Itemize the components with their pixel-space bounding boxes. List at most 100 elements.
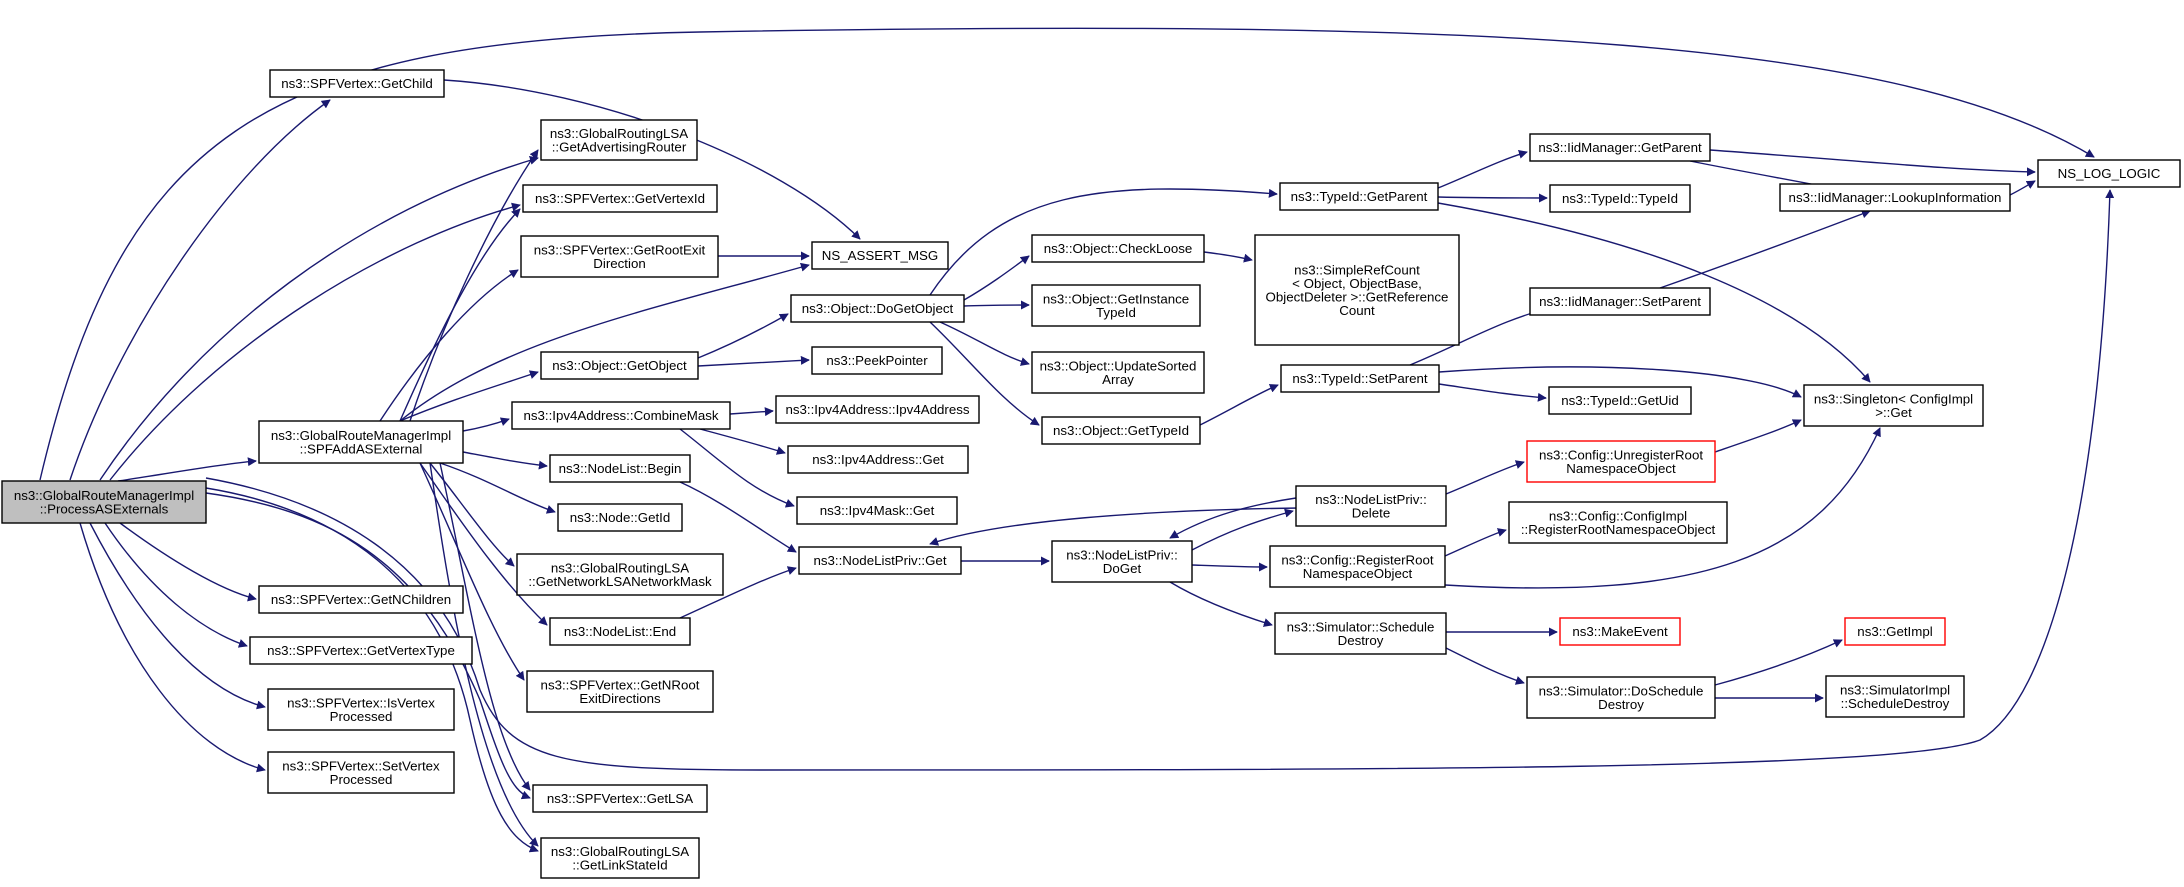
node-getadv[interactable]: ns3::GlobalRoutingLSA::GetAdvertisingRou… [540,119,698,161]
node-box [549,617,691,646]
node-peekptr[interactable]: ns3::PeekPointer [811,346,943,375]
node-box [1529,287,1711,316]
node-nodegetid[interactable]: ns3::Node::GetId [557,503,683,532]
edge-combinemask-to-ipv4get [699,428,786,455]
node-box [1051,540,1193,583]
edge-cfgunreg-to-singleton [1714,419,1802,453]
node-getvid[interactable]: ns3::SPFVertex::GetVertexId [522,184,718,213]
node-dogetobject[interactable]: ns3::Object::DoGetObject [790,294,965,323]
node-tgetparent[interactable]: ns3::TypeId::GetParent [1279,182,1439,211]
edge-simdosched-to-getimpl [1714,639,1843,686]
node-label: NamespaceObject [1566,461,1676,476]
node-label: Direction [593,256,645,271]
node-label: ns3::IidManager::SetParent [1539,294,1701,309]
node-ipv4get[interactable]: ns3::Ipv4Address::Get [787,445,969,474]
node-box [2037,159,2181,188]
node-singleton[interactable]: ns3::Singleton< ConfigImpl >::Get [1803,384,1984,427]
node-label: ns3::Object::UpdateSorted [1040,358,1197,373]
node-box [1548,386,1692,415]
node-box [811,346,943,375]
node-label: ::GetLinkStateId [572,857,667,872]
node-label: Count [1339,303,1375,318]
node-getnetmask[interactable]: ns3::GlobalRoutingLSA::GetNetworkLSANetw… [516,553,724,596]
edge-cfgregroot-to-cfgimplreg [1444,528,1507,557]
node-box [526,670,714,713]
node-getlinkstate[interactable]: ns3::GlobalRoutingLSA::GetLinkStateId [540,837,700,879]
node-label: ns3::Config::RegisterRoot [1281,552,1434,567]
edge-root-to-getlsa [205,492,531,800]
node-label: ns3::TypeId::GetParent [1291,189,1428,204]
node-nlpget[interactable]: ns3::NodeListPriv::Get [798,546,962,575]
node-gettypeid[interactable]: ns3::Object::GetTypeId [1041,416,1201,445]
node-label: Array [1102,372,1134,387]
node-getimpl[interactable]: ns3::GetImpl [1844,617,1946,646]
node-box [511,401,731,430]
node-simsched[interactable]: ns3::Simulator::ScheduleDestroy [1274,612,1447,655]
node-nlpdoget[interactable]: ns3::NodeListPriv::DoGet [1051,540,1193,583]
node-getlsa[interactable]: ns3::SPFVertex::GetLSA [532,784,708,813]
node-getvtype[interactable]: ns3::SPFVertex::GetVertexType [249,636,473,665]
edge-iidlookup-to-nslog [2009,180,2036,196]
node-getchild[interactable]: ns3::SPFVertex::GetChild [269,69,445,98]
node-maskget[interactable]: ns3::Ipv4Mask::Get [796,496,958,525]
edge-spfadd-to-getvid [399,208,521,422]
node-nlbegin[interactable]: ns3::NodeList::Begin [549,454,691,483]
edge-spfadd-to-nlbegin [462,451,548,470]
node-checkloose[interactable]: ns3::Object::CheckLoose [1031,234,1205,263]
node-getnchildren[interactable]: ns3::SPFVertex::GetNChildren [258,585,464,614]
node-assert[interactable]: NS_ASSERT_MSG [811,241,949,270]
node-label: ns3::SPFVertex::GetVertexType [267,643,455,658]
edge-nlpdoget-to-nlpdelete [1191,508,1294,551]
edge-dogetobject-to-checkloose [963,255,1030,301]
node-label: ns3::TypeId::GetUid [1561,393,1679,408]
node-ipv4addr[interactable]: ns3::Ipv4Address::Ipv4Address [775,395,980,424]
node-simimplsd[interactable]: ns3::SimulatorImpl::ScheduleDestroy [1825,675,1965,718]
node-label: ns3::SPFVertex::GetNRoot [541,677,700,692]
node-nlend[interactable]: ns3::NodeList::End [549,617,691,646]
node-label: ns3::Ipv4Address::Get [812,452,944,467]
node-ttypeid[interactable]: ns3::TypeId::TypeId [1549,184,1691,213]
node-combinemask[interactable]: ns3::Ipv4Address::CombineMask [511,401,731,430]
edge-root-to-getnchildren [119,522,257,602]
node-cfgimplreg[interactable]: ns3::Config::ConfigImpl::RegisterRootNam… [1508,501,1728,544]
node-cfgunreg[interactable]: ns3::Config::UnregisterRootNamespaceObje… [1526,440,1716,483]
edge-dogetobject-to-gettypeid [929,321,1040,426]
node-spfadd[interactable]: ns3::GlobalRouteManagerImpl::SPFAddASExt… [258,420,464,464]
node-cfgregroot[interactable]: ns3::Config::RegisterRootNamespaceObject [1269,545,1446,588]
node-box [1803,384,1984,427]
edge-nlpdelete-to-nlpdoget [1169,497,1297,539]
node-tgetuid[interactable]: ns3::TypeId::GetUid [1548,386,1692,415]
node-label: ns3::Ipv4Address::Ipv4Address [785,402,969,417]
node-makeevent[interactable]: ns3::MakeEvent [1559,617,1681,646]
edge-tsetparent-to-tgetuid [1438,383,1547,402]
node-root[interactable]: ns3::GlobalRouteManagerImpl::ProcessASEx… [1,480,207,524]
node-getobject[interactable]: ns3::Object::GetObject [540,351,699,380]
node-label: ns3::Simulator::DoSchedule [1539,683,1704,698]
node-label: ns3::MakeEvent [1572,624,1668,639]
node-simplerc[interactable]: ns3::SimpleRefCount< Object, ObjectBase,… [1254,234,1460,346]
edge-spfadd-to-getlinkstate [429,462,539,847]
node-box [1,480,207,524]
node-box [787,445,969,474]
node-nlpdelete[interactable]: ns3::NodeListPriv::Delete [1295,485,1447,527]
node-box [549,454,691,483]
edge-simsched-to-simdosched [1445,647,1525,685]
node-label: ns3::Object::GetObject [552,358,687,373]
node-nslog[interactable]: NS_LOG_LOGIC [2037,159,2181,188]
node-iidlookup[interactable]: ns3::IidManager::LookupInformation [1779,183,2011,212]
node-label: Processed [330,772,393,787]
node-iidgetparent[interactable]: ns3::IidManager::GetParent [1529,133,1711,162]
node-tsetparent[interactable]: ns3::TypeId::SetParent [1280,364,1440,393]
edge-nlbegin-to-nlpget [679,481,797,553]
node-box [557,503,683,532]
edge-root-to-nslog [39,27,2095,481]
edge-tgetparent-to-ttypeid [1437,193,1548,203]
node-iidsetparent[interactable]: ns3::IidManager::SetParent [1529,287,1711,316]
